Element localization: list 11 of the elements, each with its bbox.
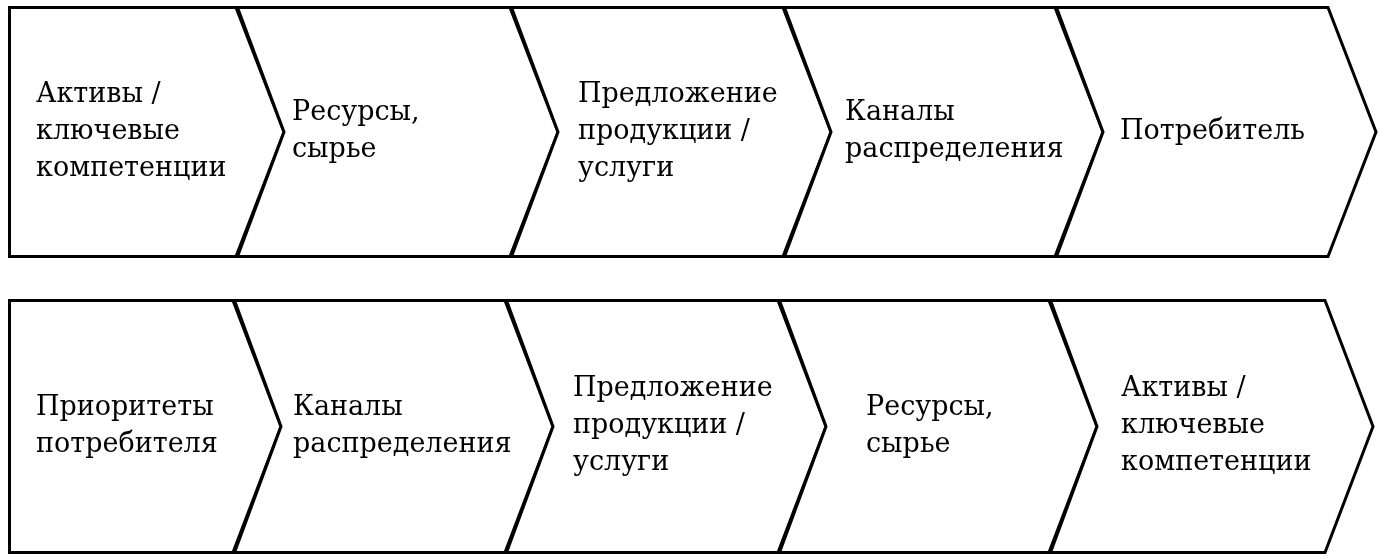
step-label: Активы / ключевые компетенции — [1121, 370, 1313, 478]
step-label: Каналы распределения — [293, 388, 513, 460]
step-label: Активы / ключевые компетенции — [36, 75, 228, 184]
step-label: Каналы распределения — [845, 94, 1065, 165]
step-label: Предложение продукции / услуги — [573, 370, 774, 478]
step-label: Ресурсы, сырье — [292, 94, 421, 165]
step-label: Ресурсы, сырье — [866, 388, 995, 460]
step-label: Предложение продукции / услуги — [578, 75, 779, 184]
step-label: Потребитель — [1120, 112, 1307, 147]
chevron-shape — [1049, 299, 1375, 554]
step-label: Приоритеты потребителя — [36, 388, 219, 460]
